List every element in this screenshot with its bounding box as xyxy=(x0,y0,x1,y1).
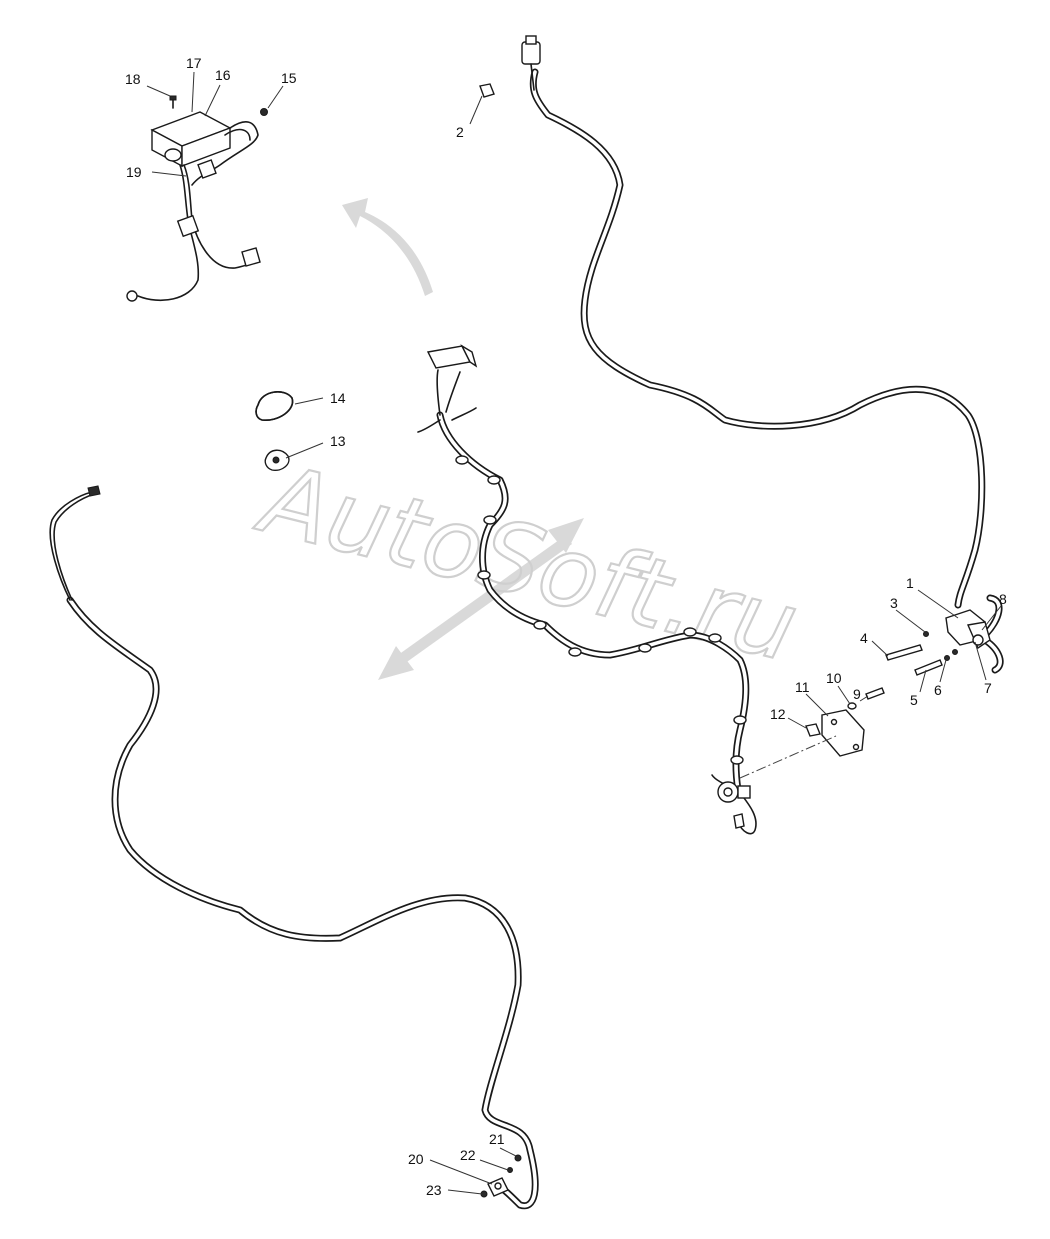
callout-22: 22 xyxy=(460,1147,476,1163)
callout-14: 14 xyxy=(330,390,346,406)
callout-17: 17 xyxy=(186,55,202,71)
callout-8: 8 xyxy=(999,591,1007,607)
left-cable-end-connector-icon xyxy=(87,485,101,497)
callout-6: 6 xyxy=(934,682,942,698)
callout-10: 10 xyxy=(826,670,842,686)
clip-part-13-icon xyxy=(264,449,290,471)
cap-part-2-icon xyxy=(479,83,495,98)
callout-23: 23 xyxy=(426,1182,442,1198)
callout-12: 12 xyxy=(770,706,786,722)
callout-18: 18 xyxy=(125,71,141,87)
callout-15: 15 xyxy=(281,70,297,86)
central-module-icon xyxy=(426,344,478,369)
right-bracket-assembly xyxy=(885,609,991,676)
callout-2: 2 xyxy=(456,124,464,140)
nut-part-15-icon xyxy=(260,108,268,116)
left-cable xyxy=(49,491,539,1210)
watermark-double-arrow xyxy=(378,518,584,680)
callout-13: 13 xyxy=(330,433,346,449)
callout-labels: 1 2 3 4 5 6 7 8 9 10 11 12 13 14 15 16 1… xyxy=(125,55,1007,1198)
leader-lines xyxy=(146,71,1002,1195)
harness-clips xyxy=(455,455,747,765)
top-connector-icon xyxy=(521,35,541,91)
callout-4: 4 xyxy=(860,630,868,646)
callout-20: 20 xyxy=(408,1151,424,1167)
loop-clamp-part-14-icon xyxy=(255,391,294,421)
mounting-plate-assembly xyxy=(739,687,885,779)
watermark-curved-arrow xyxy=(342,198,433,296)
callout-16: 16 xyxy=(215,67,231,83)
callout-1: 1 xyxy=(906,575,914,591)
callout-11: 11 xyxy=(795,679,810,695)
inset-module-assembly xyxy=(126,111,261,302)
callout-3: 3 xyxy=(890,595,898,611)
right-cable xyxy=(529,68,1004,674)
screw-part-18-icon xyxy=(169,95,177,109)
callout-19: 19 xyxy=(126,164,142,180)
callout-21: 21 xyxy=(489,1131,505,1147)
harness-sensor-icon xyxy=(717,781,751,829)
callout-5: 5 xyxy=(910,692,918,708)
bottom-sensor-assembly xyxy=(480,1154,522,1198)
callout-9: 9 xyxy=(853,686,861,702)
callout-7: 7 xyxy=(984,680,992,696)
